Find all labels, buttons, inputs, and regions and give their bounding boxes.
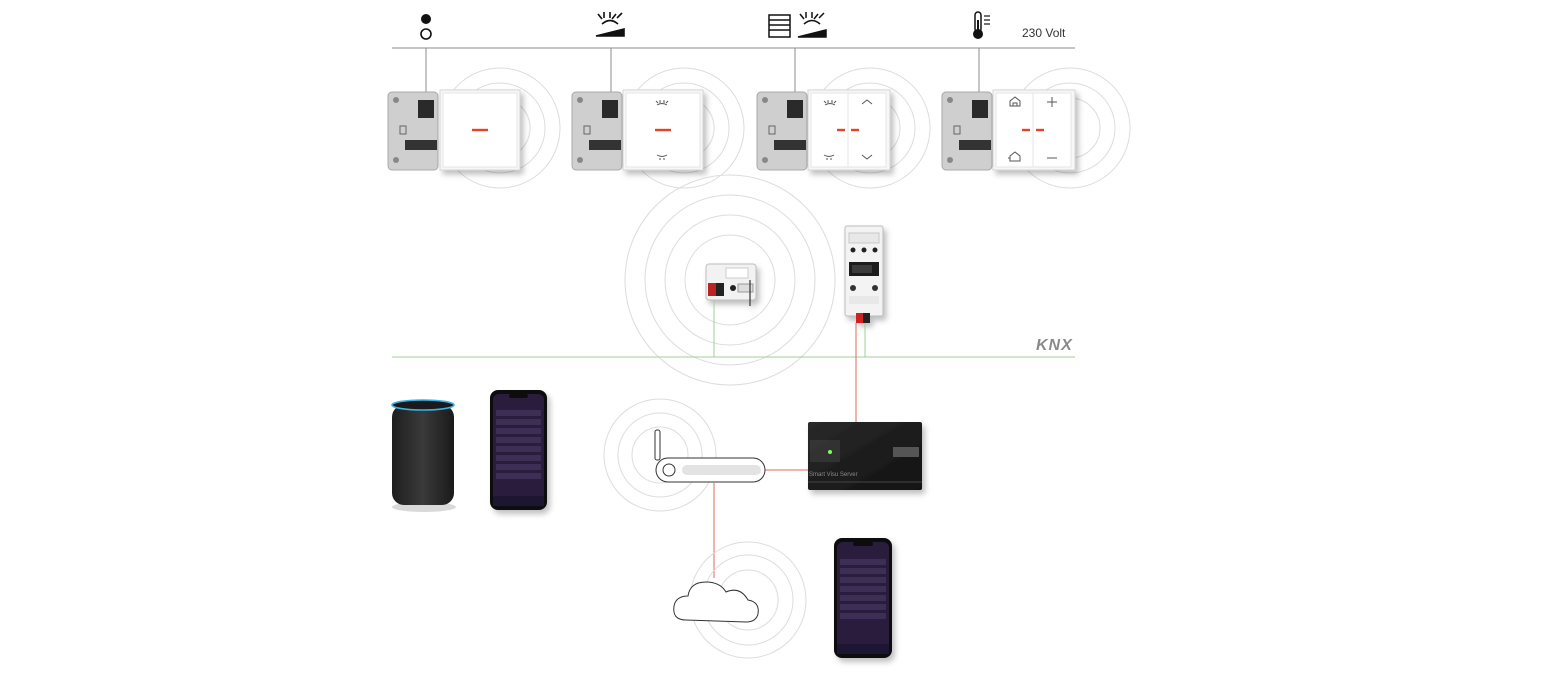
wireless-switch-1: [387, 67, 561, 189]
dimmer-light-icon: [595, 12, 625, 37]
ip-interface-din-module: [844, 225, 884, 323]
cloud-icon: [673, 581, 759, 623]
voltage-label: 230 Volt: [1022, 26, 1066, 40]
switch-icon: [420, 14, 432, 40]
chevron-down-icon: [861, 154, 873, 160]
flush-mount-insert: [756, 91, 808, 171]
wifi-router: [654, 429, 766, 483]
wireless-switch-3: [756, 67, 931, 189]
plus-icon: [1047, 97, 1057, 107]
flush-mount-insert: [941, 91, 993, 171]
thermometer-icon: [973, 11, 990, 39]
chevron-up-icon: [861, 99, 873, 105]
home-icon: [1009, 96, 1021, 107]
rf-gateway-radio-waves: [624, 174, 836, 386]
smart-visu-server: Smart Visu Server: [808, 422, 922, 490]
smartphone-left: [490, 390, 547, 510]
knx-logo: KNX: [1036, 337, 1073, 354]
server-name-label: Smart Visu Server: [809, 472, 858, 478]
blind-and-light-icon: [768, 12, 827, 38]
light-down-icon: [656, 154, 668, 160]
router-radio-waves: [603, 398, 717, 512]
smartphone-right: [834, 538, 892, 658]
flush-mount-insert: [387, 91, 439, 171]
light-up-icon: [655, 100, 669, 106]
light-down-icon: [823, 154, 835, 160]
knx-rf-gateway: [705, 263, 757, 306]
wireless-switch-4: [941, 67, 1131, 189]
flush-mount-insert: [571, 91, 623, 171]
wireless-switch-2: [571, 67, 745, 189]
light-up-icon: [823, 100, 837, 106]
away-home-icon: [1008, 151, 1021, 162]
smart-speaker: [391, 399, 456, 512]
